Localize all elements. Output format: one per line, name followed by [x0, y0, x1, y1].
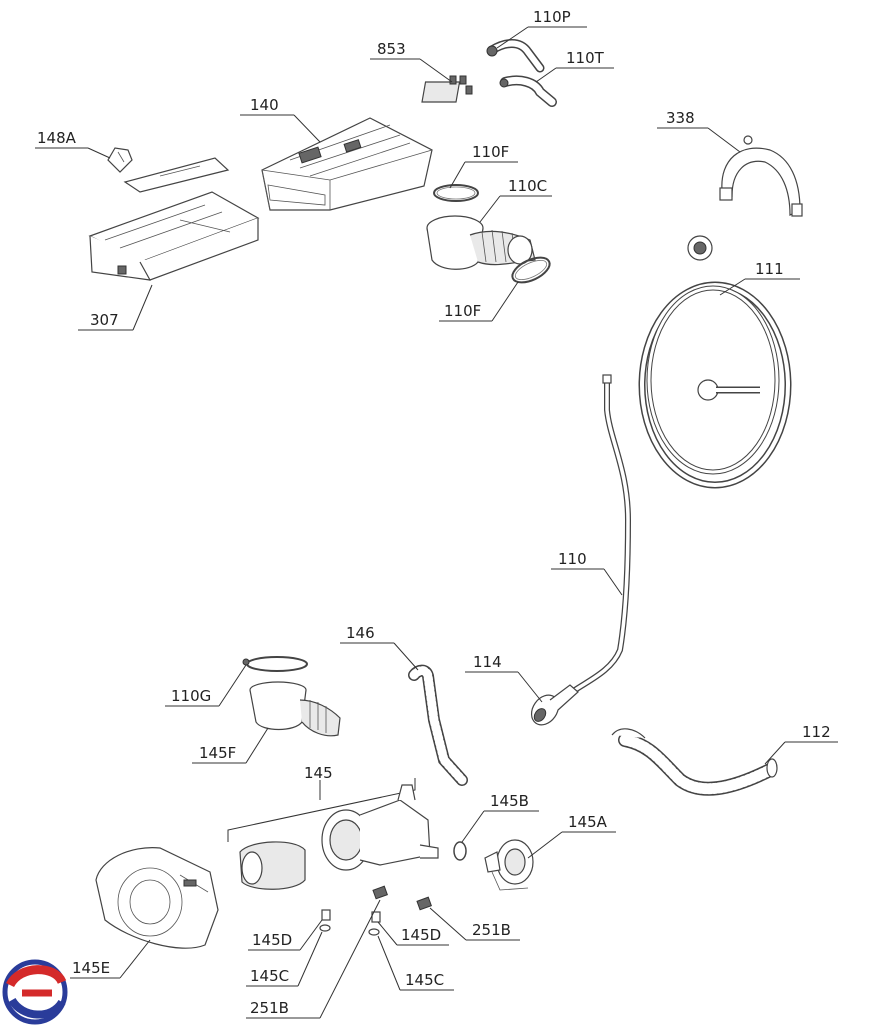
label-145D-right: 145D — [401, 926, 441, 944]
part-labels: 110P 853 110T 140 338 148A 110F 110C 111… — [37, 8, 831, 1017]
part-145E-pump-cover — [95, 847, 219, 949]
label-110F-top: 110F — [472, 143, 509, 161]
part-146-hose — [408, 664, 468, 786]
part-dispenser-lid — [123, 157, 230, 193]
part-110T-hose — [499, 75, 557, 107]
brand-logo — [2, 959, 68, 1025]
label-145F: 145F — [199, 744, 236, 762]
label-145E: 145E — [72, 959, 110, 977]
label-110: 110 — [558, 550, 587, 568]
part-145-group-bracket — [227, 778, 416, 842]
part-145-drain-pump — [239, 784, 439, 890]
part-110-tube — [573, 374, 632, 693]
part-338-hose-bracket — [719, 135, 803, 217]
label-251B-bottom: 251B — [250, 999, 289, 1017]
part-145F-filter-housing — [249, 681, 341, 737]
label-145A: 145A — [568, 813, 608, 831]
part-251B-clips — [372, 885, 432, 911]
label-338: 338 — [666, 109, 695, 127]
part-114-pressure-chamber — [530, 684, 579, 726]
leader-lines — [35, 26, 838, 1019]
label-307: 307 — [90, 311, 119, 329]
part-110P-hose — [486, 39, 545, 73]
label-110T: 110T — [566, 49, 605, 67]
label-145D-left: 145D — [252, 931, 292, 949]
label-145C-left: 145C — [250, 967, 289, 985]
part-110G-clamp — [242, 656, 308, 672]
label-145B: 145B — [490, 792, 529, 810]
part-145B-seal — [453, 841, 467, 861]
label-251B-right: 251B — [472, 921, 511, 939]
label-148A: 148A — [37, 129, 77, 147]
part-148A-bracket — [107, 147, 133, 173]
label-146: 146 — [346, 624, 375, 642]
label-110G: 110G — [171, 687, 211, 705]
part-110F-clamp-bottom — [511, 256, 551, 284]
part-110C-bellows — [426, 215, 536, 270]
label-112: 112 — [802, 723, 831, 741]
part-140-dispenser-housing — [261, 117, 433, 211]
part-853-valve — [421, 75, 473, 103]
label-110F-bottom: 110F — [444, 302, 481, 320]
label-110P: 110P — [533, 8, 571, 26]
part-145C-springs — [319, 924, 380, 936]
part-145A-motor — [484, 839, 534, 891]
label-140: 140 — [250, 96, 279, 114]
part-110F-clamp-top — [433, 184, 479, 202]
label-114: 114 — [473, 653, 502, 671]
label-110C: 110C — [508, 177, 547, 195]
part-307-drawer — [88, 191, 260, 281]
label-145: 145 — [304, 764, 333, 782]
part-112-drain-hose — [611, 728, 778, 796]
label-111: 111 — [755, 260, 784, 278]
label-145C-right: 145C — [405, 971, 444, 989]
part-145D-fittings — [321, 909, 381, 923]
label-853: 853 — [377, 40, 406, 58]
part-111-inlet-hose — [638, 235, 792, 489]
